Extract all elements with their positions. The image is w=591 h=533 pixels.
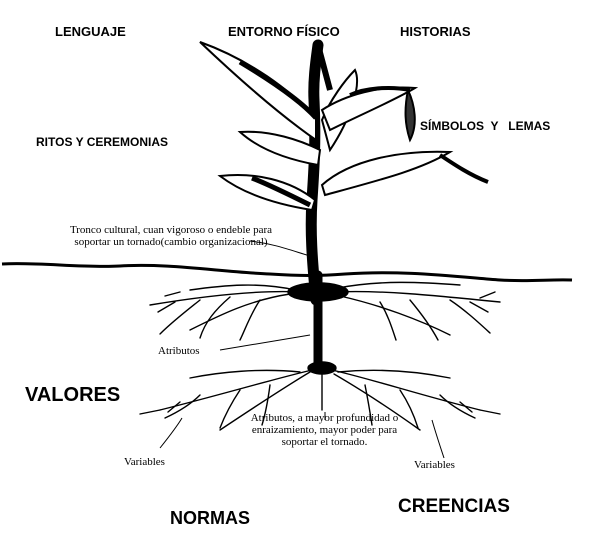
ground-line: [1, 262, 573, 283]
label-lenguaje: LENGUAJE: [55, 24, 126, 39]
annotation-trunk: Tronco cultural, cuan vigoroso o endeble…: [69, 224, 273, 248]
label-creencias: CREENCIAS: [398, 496, 510, 517]
annotation-atributos-upper: Atributos: [158, 345, 200, 357]
annotation-variables-right: Variables: [414, 459, 455, 471]
label-valores: VALORES: [25, 384, 121, 406]
label-simbolos-lemas: SÍMBOLOS Y LEMAS: [420, 119, 551, 133]
label-historias: HISTORIAS: [400, 24, 471, 39]
label-ritos-ceremonias: RITOS Y CEREMONIAS: [36, 135, 169, 149]
annotation-leaders: [159, 240, 445, 459]
label-normas: NORMAS: [170, 508, 250, 528]
plant-roots: [139, 270, 501, 431]
label-entorno-fisico: ENTORNO FÍSICO: [228, 24, 340, 39]
plant-trunk: [305, 39, 324, 306]
annotation-variables-left: Variables: [124, 456, 165, 468]
plant-leaves: [199, 41, 489, 212]
annotation-atributos-lower: Atributos, a mayor profundidad o enraiza…: [250, 412, 399, 448]
